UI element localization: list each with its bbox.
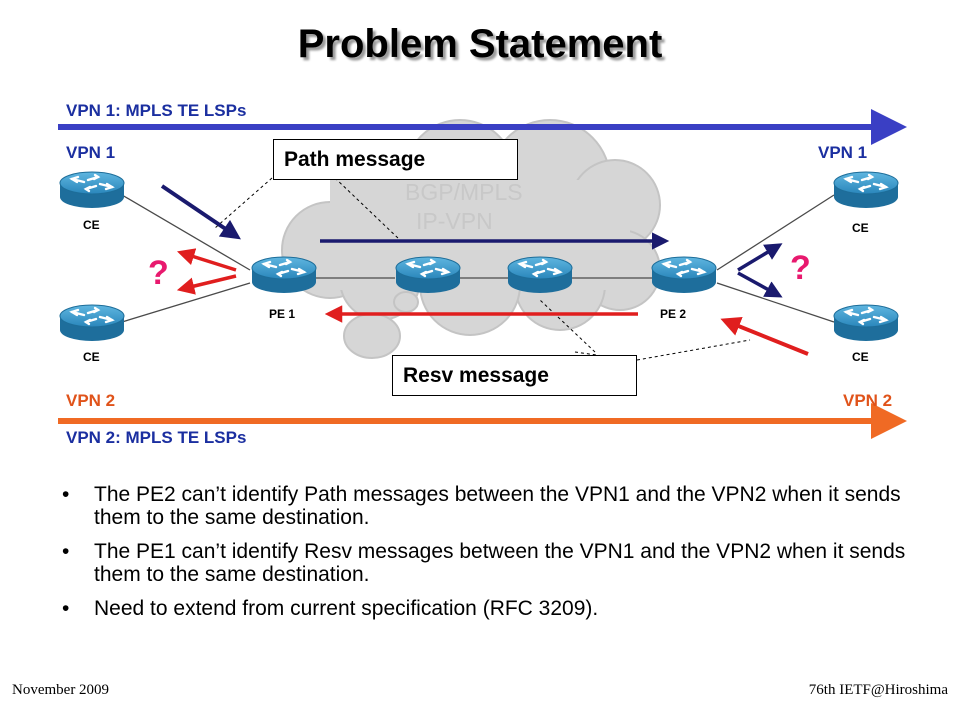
resv-arrow-pe1-down xyxy=(176,274,237,295)
path-arrow-ce-to-pe1 xyxy=(160,184,241,240)
ce-label-vpn1-left: CE xyxy=(83,218,100,232)
question-mark-left: ? xyxy=(148,254,169,292)
page-title: Problem Statement xyxy=(297,22,663,66)
path-message-label: Path message xyxy=(284,148,426,171)
cloud-label-line2: IP-VPN xyxy=(416,208,493,234)
ce-label-vpn2-right: CE xyxy=(852,350,869,364)
footer-date: November 2009 xyxy=(12,682,110,698)
ce-router-vpn1-left xyxy=(58,170,126,210)
cloud-label-line1: BGP/MPLS xyxy=(405,179,523,205)
resv-arrow-pe1-up xyxy=(176,248,237,272)
bullet-item: Need to extend from current specificatio… xyxy=(62,597,922,620)
resv-message-label: Resv message xyxy=(403,364,549,387)
pe1-router xyxy=(250,255,318,295)
vpn2-right-label: VPN 2 xyxy=(843,391,893,410)
vpn2-left-label: VPN 2 xyxy=(66,391,116,410)
p-router-2 xyxy=(506,255,574,295)
bullet-item: The PE1 can’t identify Resv messages bet… xyxy=(62,540,922,586)
vpn1-lsp-label: VPN 1: MPLS TE LSPs xyxy=(66,101,247,120)
path-arrow-pe2-down xyxy=(737,271,783,298)
resv-arrow-ce-to-pe2 xyxy=(720,316,809,356)
vpn2-lsp-label: VPN 2: MPLS TE LSPs xyxy=(66,428,247,447)
p-router-1 xyxy=(394,255,462,295)
path-message-box: Path message xyxy=(273,139,518,180)
footer-event: 76th IETF@Hiroshima xyxy=(808,682,948,698)
ce-router-vpn2-left xyxy=(58,303,126,343)
ce-label-vpn1-right: CE xyxy=(852,221,869,235)
vpn1-right-label: VPN 1 xyxy=(818,143,868,162)
ce-router-vpn1-right xyxy=(832,170,900,210)
question-mark-right: ? xyxy=(790,249,811,287)
bullet-list: The PE2 can’t identify Path messages bet… xyxy=(62,483,922,631)
pe2-label: PE 2 xyxy=(660,307,687,321)
pe2-router xyxy=(650,255,718,295)
ce-router-vpn2-right xyxy=(832,303,900,343)
pe1-label: PE 1 xyxy=(269,307,296,321)
bullet-item: The PE2 can’t identify Path messages bet… xyxy=(62,483,922,529)
ce-label-vpn2-left: CE xyxy=(83,350,100,364)
callout-lines xyxy=(214,177,751,361)
network-links xyxy=(121,194,835,323)
resv-message-box: Resv message xyxy=(392,355,637,396)
vpn1-left-label: VPN 1 xyxy=(66,143,116,162)
path-arrow-pe2-up xyxy=(737,243,783,272)
